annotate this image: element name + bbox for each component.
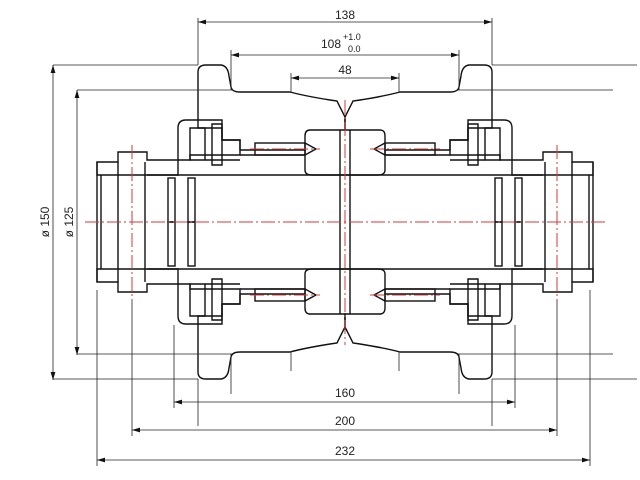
bottom-extension-lines: [96, 290, 591, 466]
dim-160: 160: [335, 386, 355, 400]
dim-200: 200: [335, 414, 355, 428]
dim-dia150: ø 150: [38, 206, 52, 237]
section-top-right: [344, 17, 638, 223]
dim-48: 48: [338, 63, 352, 77]
section-bottom-right: [344, 221, 638, 427]
dim-108-tol-upper: +1.0: [343, 32, 361, 42]
dim-232: 232: [335, 444, 355, 458]
dim-dia125: ø 125: [62, 206, 76, 237]
dim-108: 108: [321, 37, 341, 51]
dim-108-tol-lower: 0.0: [348, 44, 361, 54]
dim-138: 138: [335, 8, 355, 22]
section-top-left: [52, 17, 346, 223]
